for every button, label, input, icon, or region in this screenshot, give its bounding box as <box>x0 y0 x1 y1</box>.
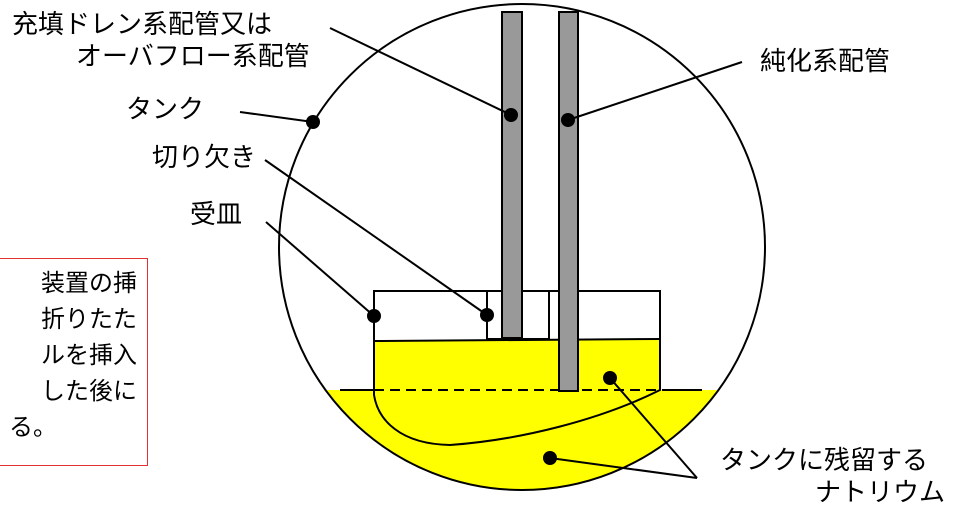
label-purification: 純化系配管 <box>760 47 891 77</box>
note-line: る。 <box>9 413 57 441</box>
label-tank: タンク <box>126 95 205 125</box>
leader-notch <box>264 159 488 316</box>
tank-wall <box>278 3 766 491</box>
tray-sodium <box>374 339 660 445</box>
leader-purification <box>567 61 743 121</box>
fill-drain-pipe <box>501 11 523 339</box>
leader-tray <box>265 221 375 317</box>
dot-fill-drain <box>504 108 518 122</box>
label-notch: 切り欠き <box>152 143 257 173</box>
note-line: 装置の挿 <box>41 269 137 297</box>
note-line: 折りたた <box>41 305 137 333</box>
dot-residual-tray <box>603 371 617 385</box>
leader-fill-drain <box>329 27 512 116</box>
label-tray: 受皿 <box>190 200 243 230</box>
label-residual-line1: タンクに残留する <box>720 446 929 476</box>
leader-residual-1 <box>609 377 698 479</box>
dot-purification <box>561 113 575 127</box>
note-line: した後に <box>41 377 137 405</box>
label-fill-drain-line1: 充填ドレン系配管又は <box>12 10 273 40</box>
label-fill-drain-line2: オーバフロー系配管 <box>76 42 310 72</box>
tray-outline <box>373 290 661 447</box>
note-box: 装置の挿 折りたた ルを挿入 した後に る。 <box>0 258 148 466</box>
leader-residual-2 <box>549 457 698 479</box>
purification-pipe <box>558 11 579 392</box>
dot-tank <box>306 115 320 129</box>
dot-notch <box>480 308 494 322</box>
leader-tank <box>239 111 314 123</box>
label-residual-line2: ナトリウム <box>815 478 946 508</box>
dot-tray <box>367 309 381 323</box>
note-line: ルを挿入 <box>41 341 137 369</box>
dot-residual-tank <box>543 451 557 465</box>
